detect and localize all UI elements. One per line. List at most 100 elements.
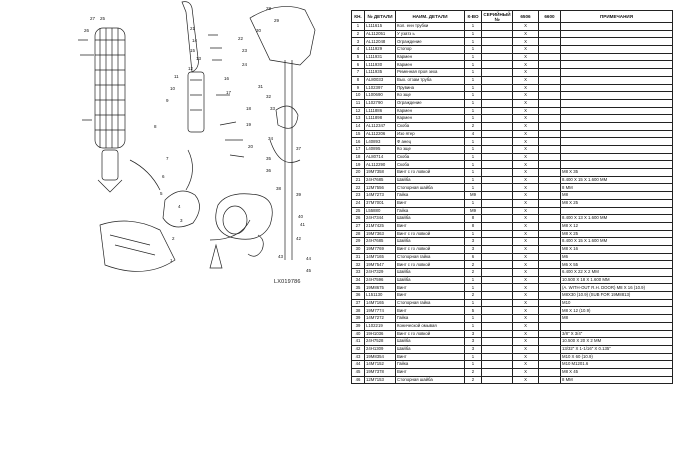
table-cell: 1 <box>464 75 482 85</box>
table-cell: X <box>512 60 539 70</box>
spike-part <box>209 243 223 269</box>
table-cell <box>481 98 513 108</box>
table-cell <box>481 22 513 31</box>
table-cell <box>538 298 561 308</box>
table-cell: 32 <box>351 260 365 269</box>
table-cell <box>481 229 513 239</box>
table-cell <box>481 206 513 216</box>
table-cell <box>538 98 561 108</box>
table-cell: 16 <box>351 137 365 146</box>
table-cell: 45 <box>351 367 365 377</box>
table-cell <box>538 152 561 162</box>
table-cell: 2 <box>464 375 482 385</box>
table-cell <box>560 152 673 162</box>
table-cell: Вых. отзам труба <box>395 75 465 85</box>
table-cell <box>538 375 561 385</box>
table-cell <box>481 68 513 77</box>
table-cell <box>538 45 561 54</box>
table-cell: 8 MM <box>560 183 673 193</box>
table-cell: Винт <box>395 306 465 316</box>
table-cell <box>538 337 561 346</box>
table-cell: 19M7774 <box>364 306 396 316</box>
table-cell <box>538 114 561 123</box>
table-cell: Ограждение <box>395 98 465 108</box>
table-cell <box>481 175 513 185</box>
table-cell: L111898 <box>364 114 396 123</box>
table-cell <box>481 306 513 316</box>
table-cell <box>560 75 673 85</box>
table-cell: X <box>512 37 539 47</box>
table-cell: 2 <box>464 291 482 300</box>
table-cell: M6 X 55 <box>560 260 673 269</box>
table-cell <box>538 168 561 177</box>
table-cell: Винт <box>395 367 465 377</box>
table-cell: X <box>512 283 539 293</box>
svg-text:13: 13 <box>196 56 202 61</box>
table-cell: X <box>512 214 539 223</box>
table-cell <box>560 129 673 139</box>
table-cell: 24H7685 <box>364 175 396 185</box>
table-cell: X <box>512 137 539 146</box>
table-cell: 1 <box>464 152 482 162</box>
table-cell: X <box>512 244 539 254</box>
table-cell <box>481 283 513 293</box>
svg-text:26: 26 <box>84 28 90 33</box>
table-cell: 26 <box>351 214 365 223</box>
table-cell: X <box>512 83 539 93</box>
table-cell <box>481 329 513 339</box>
table-cell: 14M7165 <box>364 252 396 262</box>
table-cell: Шайба <box>395 344 465 354</box>
table-cell <box>481 367 513 377</box>
table-cell <box>481 121 513 131</box>
table-cell <box>538 75 561 85</box>
svg-text:9: 9 <box>166 98 169 103</box>
lower-pipe <box>99 220 176 272</box>
table-cell <box>560 22 673 31</box>
table-cell <box>538 291 561 300</box>
table-cell: X <box>512 237 539 246</box>
table-cell <box>538 252 561 262</box>
table-cell: 37 <box>351 298 365 308</box>
table-cell: Винт <box>395 198 465 208</box>
muffler <box>215 193 273 240</box>
table-cell: Кармен <box>395 60 465 70</box>
table-cell <box>481 191 513 200</box>
table-cell <box>481 275 513 285</box>
table-cell: 8 <box>464 214 482 223</box>
table-cell: X <box>512 191 539 200</box>
table-cell <box>481 106 513 116</box>
svg-text:31: 31 <box>258 84 264 89</box>
table-cell <box>538 221 561 231</box>
svg-text:21: 21 <box>190 26 196 31</box>
table-cell: 20 <box>351 168 365 177</box>
table-cell: 6.400 X 22 X 2 MM <box>560 268 673 277</box>
table-cell: Изо ятер <box>395 129 465 139</box>
table-cell: Ременная проя зеха <box>395 68 465 77</box>
table-cell: 19M8354 <box>364 352 396 362</box>
table-cell <box>560 68 673 77</box>
table-cell <box>481 298 513 308</box>
table-cell <box>560 206 673 216</box>
table-cell: 19M7358 <box>364 168 396 177</box>
table-cell: 8 <box>464 221 482 231</box>
svg-text:45: 45 <box>306 268 312 273</box>
table-cell: X <box>512 229 539 239</box>
svg-text:33: 33 <box>270 106 276 111</box>
table-cell <box>481 114 513 123</box>
table-cell <box>560 106 673 116</box>
table-cell: M8 X 12 <box>560 221 673 231</box>
table-cell: M6 <box>560 252 673 262</box>
table-cell <box>560 121 673 131</box>
svg-text:35: 35 <box>266 156 272 161</box>
table-cell: 3 <box>464 329 482 339</box>
